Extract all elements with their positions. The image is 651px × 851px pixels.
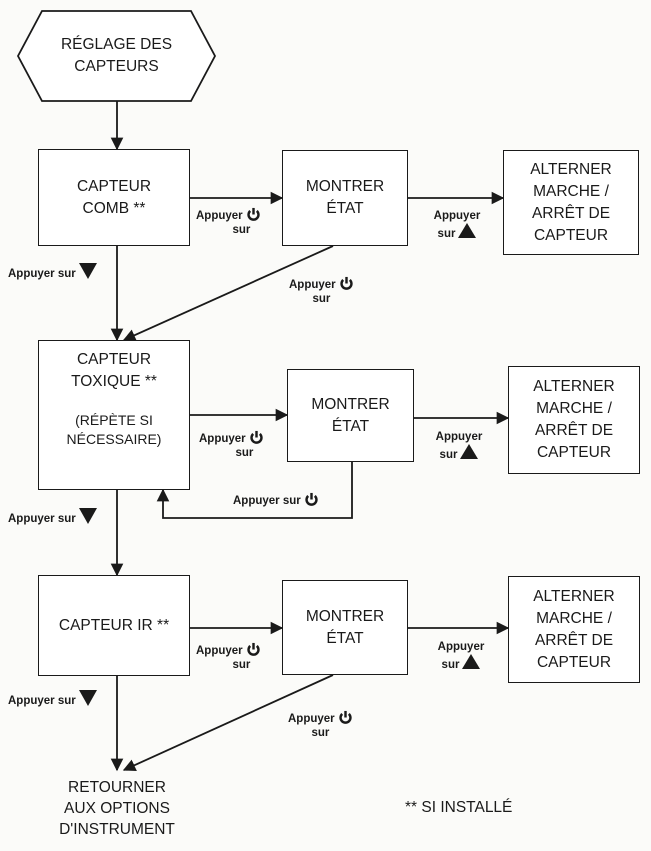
status-box-toxic-label: MONTRER ÉTAT [311,395,390,435]
status-box-ir-label: MONTRER ÉTAT [305,607,385,647]
label-text: Appuyer sur [8,513,76,525]
label-text-line1: Appuyer [433,210,481,222]
label-status-to-toggle-2: Appuyer sur [432,430,486,462]
power-icon [250,430,263,444]
down-triangle-icon [78,690,97,706]
power-icon [247,207,260,221]
label-text-line1: Appuyer [196,645,243,657]
toggle-box-toxic: ALTERNER MARCHE / ARRÊT DE CAPTEUR [508,366,640,474]
label-toxic-down: Appuyer sur [8,508,97,526]
status-box-comb-label: MONTRER ÉTAT [305,178,385,217]
label-status3-back: Appuyer sur [288,710,353,740]
down-triangle-icon [78,263,97,279]
label-comb-down: Appuyer sur [8,263,97,281]
label-text-line1: Appuyer [289,279,336,291]
label-text-line1: Appuyer [199,433,246,445]
status-box-comb: MONTRER ÉTAT [282,150,408,246]
end-node: RETOURNER AUX OPTIONS D'INSTRUMENT [59,779,175,838]
up-triangle-icon [458,223,477,238]
power-icon [247,642,260,656]
status-box-ir: MONTRER ÉTAT [282,580,408,675]
arrow-status2-loop [156,462,353,519]
toggle-box-toxic-label: ALTERNER MARCHE / ARRÊT DE CAPTEUR [533,378,615,461]
sensor-box-comb: CAPTEUR COMB ** [38,149,190,246]
label-text: Appuyer sur [233,495,301,507]
label-text-line1: Appuyer [288,713,335,725]
label-status-to-toggle-3: Appuyer sur [434,640,488,672]
label-text-line2: sur [437,228,456,240]
label-text-line1: Appuyer [437,641,485,653]
label-text-line2: sur [232,659,251,671]
toggle-box-comb: ALTERNER MARCHE / ARRÊT DE CAPTEUR [503,150,639,255]
label-ir-down: Appuyer sur [8,690,97,708]
label-text-line2: sur [232,224,251,236]
sensor-box-toxic-label: CAPTEUR TOXIQUE ** [71,351,157,390]
start-hexagon [16,10,217,102]
label-text-line2: sur [312,293,331,305]
start-node: RÉGLAGE DES CAPTEURS [60,36,173,75]
power-icon [340,276,353,290]
sensor-box-toxic: CAPTEUR TOXIQUE ** (RÉPÈTE SI NÉCESSAIRE… [38,340,190,490]
toggle-box-comb-label: ALTERNER MARCHE / ARRÊT DE CAPTEUR [530,160,612,244]
power-icon [339,710,352,724]
label-status1-back: Appuyer sur [289,276,354,306]
up-triangle-icon [462,654,481,669]
label-text-line1: Appuyer [196,210,243,222]
label-text-line2: sur [441,659,460,671]
toggle-box-ir-label: ALTERNER MARCHE / ARRÊT DE CAPTEUR [533,587,615,671]
sensor-box-ir: CAPTEUR IR ** [38,575,190,676]
repeat-note: (RÉPÈTE SI NÉCESSAIRE) [66,412,162,447]
label-text-line1: Appuyer [435,431,483,443]
sensor-box-comb-label: CAPTEUR COMB ** [76,177,152,217]
toggle-box-ir: ALTERNER MARCHE / ARRÊT DE CAPTEUR [508,576,640,683]
label-comb-to-status: Appuyer sur [196,207,261,237]
label-toxic-to-status: Appuyer sur [199,430,264,460]
arrow-status3-back [122,674,334,772]
label-text-line2: sur [311,727,330,739]
sensor-box-ir-label: CAPTEUR IR ** [58,616,170,634]
label-text-line2: sur [235,447,254,459]
label-ir-to-status: Appuyer sur [196,642,261,672]
footnote: ** SI INSTALLÉ [405,799,513,816]
label-text: Appuyer sur [8,695,76,707]
power-icon [305,492,318,506]
status-box-toxic: MONTRER ÉTAT [287,369,414,462]
label-text-line2: sur [439,449,458,461]
label-text: Appuyer sur [8,268,76,280]
arrow-status1-back [122,245,334,342]
down-triangle-icon [78,508,97,524]
label-status2-loop: Appuyer sur [233,492,319,508]
label-status-to-toggle-1: Appuyer sur [430,209,484,241]
up-triangle-icon [460,444,479,459]
